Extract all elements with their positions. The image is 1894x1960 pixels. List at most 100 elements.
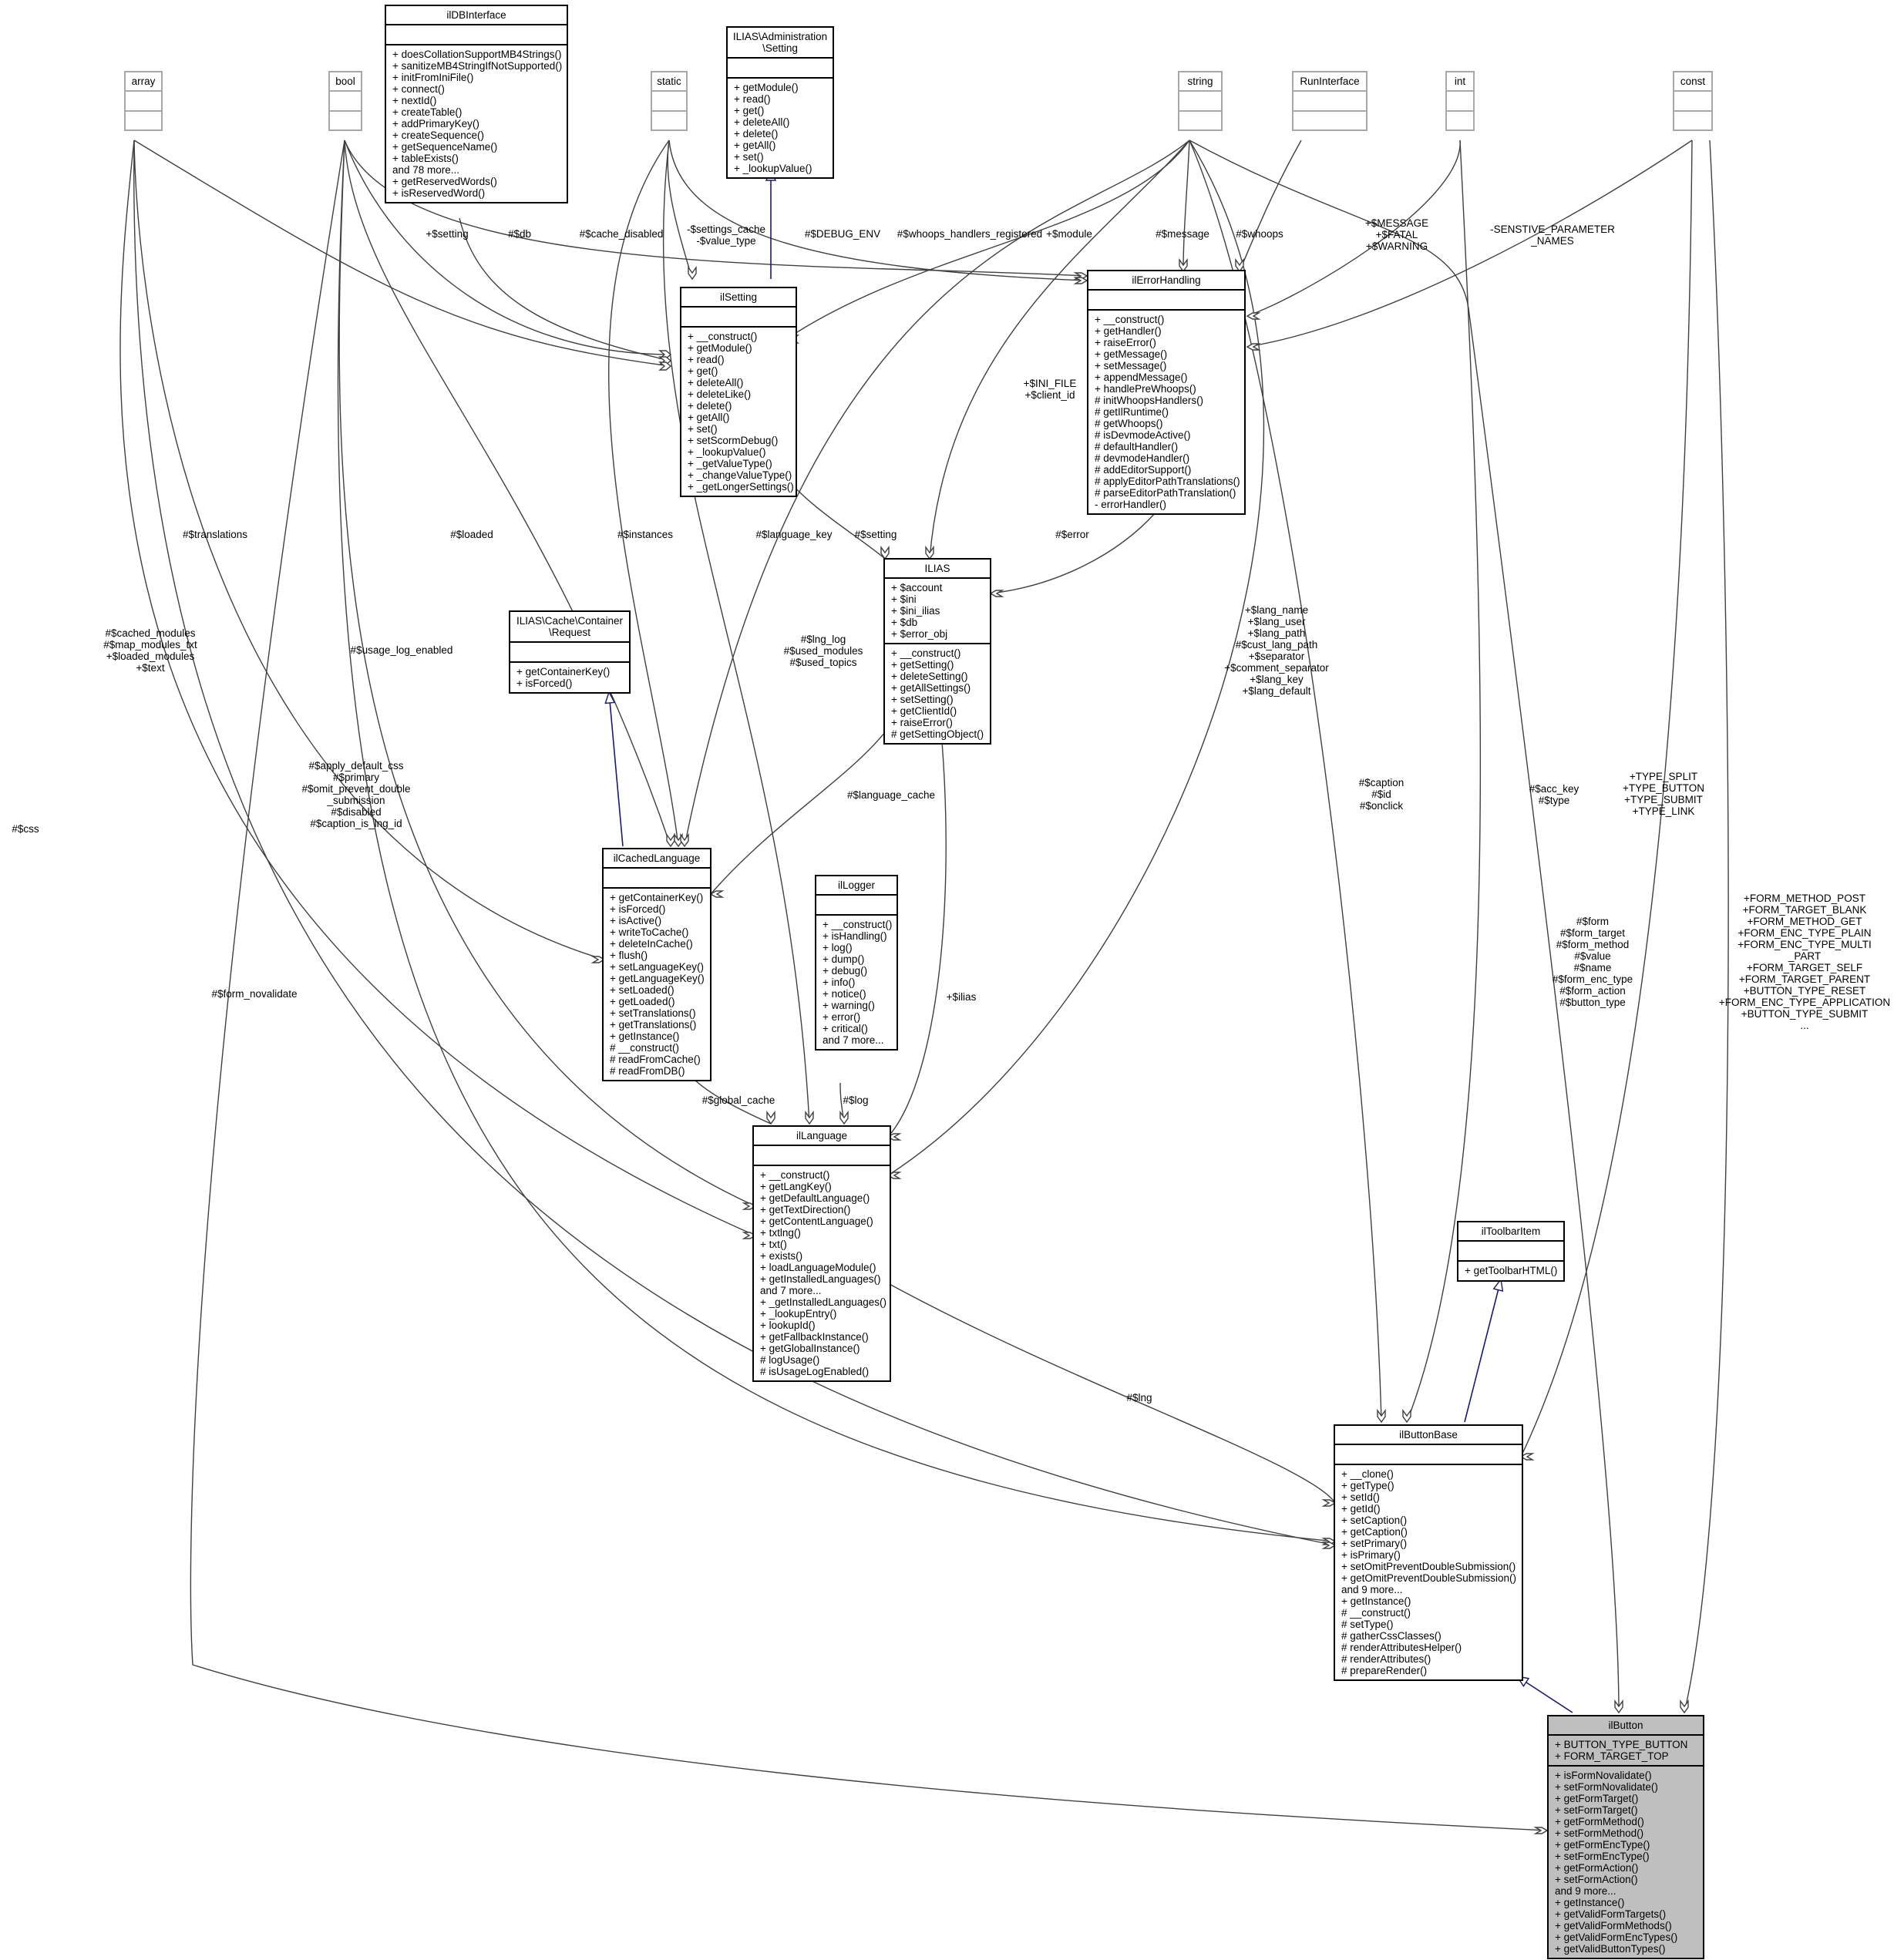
edge-label-line: +FORM_ENC_TYPE_MULTI xyxy=(1738,939,1872,950)
node-runinterface[interactable]: RunInterface xyxy=(1292,71,1368,131)
method-row: + getReservedWords() xyxy=(392,176,497,187)
edge-label-line: #$language_key xyxy=(755,529,833,540)
method-row: + getFallbackInstance() xyxy=(760,1331,869,1343)
method-row: + getValidButtonTypes() xyxy=(1555,1943,1666,1955)
node-attrs xyxy=(386,24,567,44)
node-title: ilLogger xyxy=(837,879,876,891)
edge-label-line: #$global_cache xyxy=(701,1094,775,1106)
node-title: RunInterface xyxy=(1300,76,1360,87)
edge-label-line: +FORM_TARGET_PARENT xyxy=(1738,973,1871,985)
method-row: # renderAttributes() xyxy=(1341,1653,1431,1665)
method-row: # initWhoopsHandlers() xyxy=(1095,395,1204,406)
node-title: ilButton xyxy=(1608,1720,1643,1731)
edge-label-line: #$used_topics xyxy=(789,657,857,668)
edge-label-line: #$form_method xyxy=(1556,939,1630,950)
node-illanguage[interactable]: ilLanguage + __construct()+ getLangKey()… xyxy=(752,1125,891,1382)
method-row: # renderAttributesHelper() xyxy=(1341,1642,1462,1653)
node-title: ILIAS xyxy=(924,563,950,574)
node-string[interactable]: string xyxy=(1178,71,1223,131)
node-methods: + getToolbarHTML() xyxy=(1458,1260,1563,1280)
node-methods xyxy=(1674,110,1711,130)
edge-label-form: #$form#$form_target#$form_method#$value#… xyxy=(1553,916,1633,1008)
method-row: and 7 more... xyxy=(823,1034,884,1046)
node-title: ILIAS\Administration \Setting xyxy=(732,31,828,54)
node-iltoolbaritem[interactable]: ilToolbarItem + getToolbarHTML() xyxy=(1457,1221,1565,1282)
edge-label-line: #$whoops xyxy=(1236,228,1283,240)
edge-dbinterface-ilsetting xyxy=(459,217,671,361)
node-attrs xyxy=(1458,1240,1563,1260)
method-row: + isHandling() xyxy=(823,930,887,942)
node-title: const xyxy=(1680,76,1706,87)
edge-label-line: +$separator xyxy=(1248,651,1305,662)
edge-label-line: _submission xyxy=(327,795,385,806)
edge-label-line: #$apply_default_css xyxy=(308,760,404,772)
edge-label-line: #$omit_prevent_double xyxy=(301,783,411,795)
edge-label-line: #$form xyxy=(1576,916,1610,927)
method-row: + getSequenceName() xyxy=(392,141,498,153)
inherit-button-buttonbase xyxy=(1517,1676,1573,1713)
node-static[interactable]: static xyxy=(651,71,688,131)
node-ilsetting[interactable]: ilSetting + __construct()+ getModule()+ … xyxy=(680,287,797,497)
method-row: + getContainerKey() xyxy=(610,892,704,903)
method-row: # __construct() xyxy=(1341,1607,1411,1619)
method-row: + getModule() xyxy=(734,82,799,93)
edge-label-line: +$lang_default xyxy=(1242,685,1311,697)
method-row: + handlePreWhoops() xyxy=(1095,383,1196,395)
diamond-ilsetting-static xyxy=(688,265,697,281)
method-row: + lookupId() xyxy=(760,1320,816,1331)
node-ilbutton[interactable]: ilButton + BUTTON_TYPE_BUTTON+ FORM_TARG… xyxy=(1547,1715,1704,1959)
edge-label-module: +$module xyxy=(1046,228,1092,240)
method-row: + set() xyxy=(688,423,718,435)
edge-label-setting-array: +$setting xyxy=(426,228,468,240)
edge-bool-cachedlang xyxy=(344,140,671,847)
attribute-row: + $db xyxy=(891,617,918,628)
attribute-row: + FORM_TARGET_TOP xyxy=(1555,1750,1669,1762)
method-row: + getFormEncType() xyxy=(1555,1839,1650,1851)
method-row: + raiseError() xyxy=(891,717,953,728)
node-bool[interactable]: bool xyxy=(328,71,362,131)
node-attrs: + BUTTON_TYPE_BUTTON+ FORM_TARGET_TOP xyxy=(1549,1734,1703,1765)
edge-label-line: +$text xyxy=(136,662,165,674)
node-ilias[interactable]: ILIAS + $account+ $ini+ $ini_ilias+ $db+… xyxy=(883,558,991,745)
node-array[interactable]: array xyxy=(124,71,163,131)
node-const[interactable]: const xyxy=(1673,71,1713,131)
method-row: + getValidFormTargets() xyxy=(1555,1908,1667,1920)
method-row: + get() xyxy=(734,105,765,116)
diamond-cachedlang-3 xyxy=(680,832,689,848)
method-row: + doesCollationSupportMB4Strings() xyxy=(392,49,562,60)
edge-label-line: _NAMES xyxy=(1531,235,1574,247)
method-row: + getTextDirection() xyxy=(760,1204,851,1215)
method-row: + __construct() xyxy=(760,1169,830,1181)
attribute-row: + $ini_ilias xyxy=(891,605,940,617)
edge-label-lng: #$lng xyxy=(1126,1392,1152,1404)
method-row: # prepareRender() xyxy=(1341,1665,1428,1676)
method-row: + getFormTarget() xyxy=(1555,1793,1639,1804)
edge-label-acc-key: #$acc_key#$type xyxy=(1529,783,1579,806)
method-row: + getOmitPreventDoubleSubmission() xyxy=(1341,1572,1516,1584)
edge-array-ilsetting xyxy=(133,140,671,367)
diamond-errorhandling-run xyxy=(1235,257,1244,273)
node-methods xyxy=(652,110,686,130)
method-row: + createTable() xyxy=(392,106,463,118)
method-row: + getAll() xyxy=(688,412,730,423)
node-title: ilLanguage xyxy=(796,1130,848,1141)
node-methods: + __construct()+ isHandling()+ log()+ du… xyxy=(816,914,897,1049)
node-attrs xyxy=(1088,289,1244,309)
node-ilerrorhandling[interactable]: ilErrorHandling + __construct()+ getHand… xyxy=(1087,270,1246,515)
edge-string-ilias xyxy=(929,140,1190,560)
edge-cachedlang-language xyxy=(691,1077,772,1125)
node-illogger[interactable]: ilLogger + __construct()+ isHandling()+ … xyxy=(815,875,898,1051)
method-row: + get() xyxy=(688,365,718,377)
node-cache-request[interactable]: ILIAS\Cache\Container \Request + getCont… xyxy=(509,610,631,694)
node-ilbuttonbase[interactable]: ilButtonBase + __clone()+ getType()+ set… xyxy=(1334,1424,1523,1681)
method-row: + addPrimaryKey() xyxy=(392,118,479,129)
method-row: # getWhoops() xyxy=(1095,418,1163,429)
node-ildbinterface[interactable]: ilDBInterface + doesCollationSupportMB4S… xyxy=(385,5,568,203)
diamond-buttonbase-const xyxy=(1519,1453,1535,1461)
edge-language-buttonbase xyxy=(887,1283,1336,1504)
node-int[interactable]: int xyxy=(1445,71,1475,131)
node-ilcachedlanguage[interactable]: ilCachedLanguage + getContainerKey()+ is… xyxy=(602,848,712,1081)
node-admin-setting[interactable]: ILIAS\Administration \Setting + getModul… xyxy=(726,26,834,179)
edge-const-buttonbase xyxy=(1520,140,1693,1457)
method-row: + getDefaultLanguage() xyxy=(760,1192,870,1204)
